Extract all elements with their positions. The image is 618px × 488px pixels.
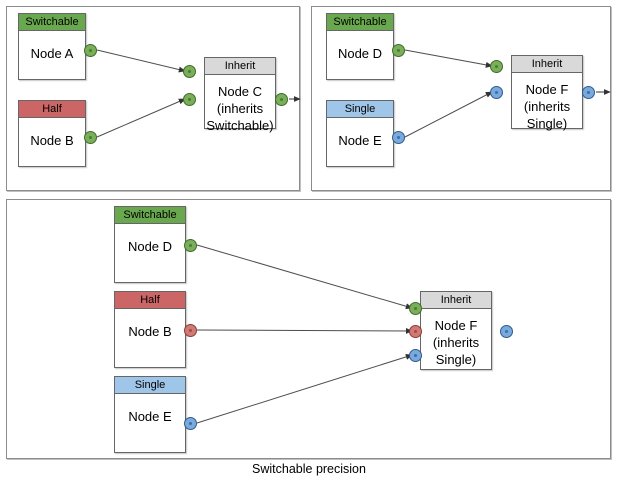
node-d-header: Switchable xyxy=(327,14,393,31)
port-node-d-out[interactable] xyxy=(392,44,405,57)
node-d2[interactable]: Switchable Node D xyxy=(114,206,186,283)
port-node-b2-out[interactable] xyxy=(184,324,197,337)
node-c-line2: (inherits xyxy=(216,101,264,116)
node-f2-line3: Single) xyxy=(435,352,477,367)
node-d2-body: Node D xyxy=(127,239,173,254)
port-node-d2-out[interactable] xyxy=(184,239,197,252)
node-e2-header: Single xyxy=(115,377,185,394)
node-f2-line2: (inherits xyxy=(432,335,480,350)
node-e[interactable]: Single Node E xyxy=(326,100,394,167)
port-node-c-in-1[interactable] xyxy=(183,65,196,78)
node-c-line1: Node C xyxy=(217,84,263,99)
node-c[interactable]: Inherit Node C (inherits Switchable) xyxy=(204,57,276,133)
node-b-header: Half xyxy=(19,101,85,118)
node-f-body: Node F (inherits Single) xyxy=(512,73,582,132)
node-e-header: Single xyxy=(327,101,393,118)
node-f-line2: (inherits xyxy=(523,99,571,114)
node-b2-body: Node B xyxy=(128,324,172,339)
port-node-e2-out[interactable] xyxy=(184,417,197,430)
node-b2-header: Half xyxy=(115,292,185,309)
node-f-line3: Single) xyxy=(526,116,568,131)
port-node-c-out[interactable] xyxy=(275,93,288,106)
port-node-f-in-1[interactable] xyxy=(490,60,503,73)
node-e2[interactable]: Single Node E xyxy=(114,376,186,453)
node-f2-body: Node F (inherits Single) xyxy=(421,309,491,368)
node-f2-line1: Node F xyxy=(434,318,478,333)
port-node-a-out[interactable] xyxy=(84,44,97,57)
node-f2-header: Inherit xyxy=(421,292,491,309)
node-f-header: Inherit xyxy=(512,56,582,73)
node-e-body: Node E xyxy=(338,133,382,148)
port-node-f2-in-1[interactable] xyxy=(409,302,422,315)
port-node-f2-in-3[interactable] xyxy=(409,349,422,362)
port-node-f-out[interactable] xyxy=(582,86,595,99)
node-f2[interactable]: Inherit Node F (inherits Single) xyxy=(420,291,492,370)
panel-bottom xyxy=(6,199,611,459)
node-a[interactable]: Switchable Node A xyxy=(18,13,86,80)
port-node-f2-out[interactable] xyxy=(500,325,513,338)
diagram-caption: Switchable precision xyxy=(252,462,366,476)
node-f-line1: Node F xyxy=(525,82,569,97)
node-c-line3: Switchable) xyxy=(206,118,274,133)
port-node-b-out[interactable] xyxy=(84,131,97,144)
node-e2-body: Node E xyxy=(128,409,172,424)
node-b2[interactable]: Half Node B xyxy=(114,291,186,368)
port-node-e-out[interactable] xyxy=(392,131,405,144)
node-c-header: Inherit xyxy=(205,58,275,75)
node-d2-header: Switchable xyxy=(115,207,185,224)
node-a-header: Switchable xyxy=(19,14,85,31)
port-node-c-in-2[interactable] xyxy=(183,93,196,106)
port-node-f2-in-2[interactable] xyxy=(409,325,422,338)
node-c-body: Node C (inherits Switchable) xyxy=(205,75,275,134)
node-a-body: Node A xyxy=(30,46,74,61)
node-d-body: Node D xyxy=(337,46,383,61)
node-b-body: Node B xyxy=(30,133,74,148)
node-f[interactable]: Inherit Node F (inherits Single) xyxy=(511,55,583,132)
port-node-f-in-2[interactable] xyxy=(490,86,503,99)
node-b[interactable]: Half Node B xyxy=(18,100,86,167)
node-d[interactable]: Switchable Node D xyxy=(326,13,394,80)
